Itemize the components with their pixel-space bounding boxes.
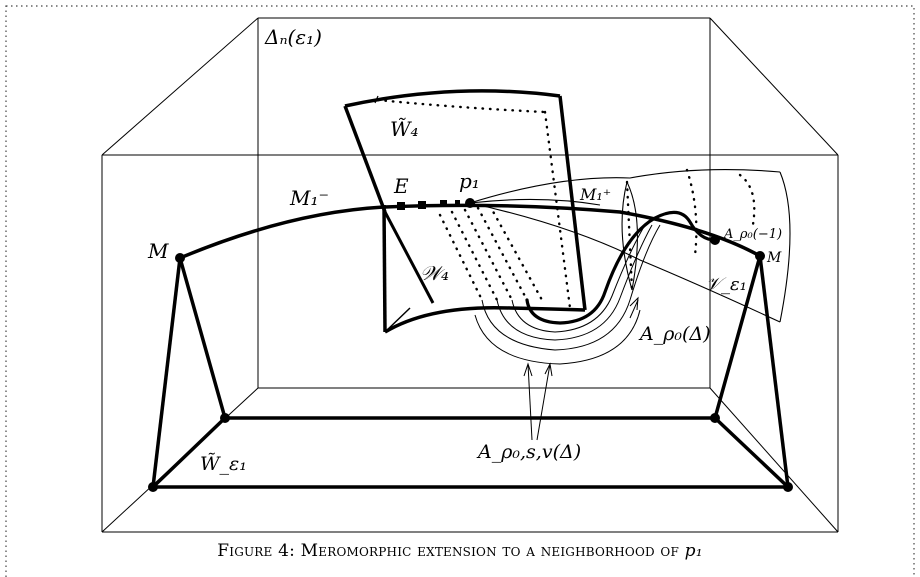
label-m-right: M xyxy=(766,250,782,266)
curve-a-rho0[interactable] xyxy=(525,210,717,325)
base-frame xyxy=(151,255,790,489)
caption-text: Meromorphic extension to a neighborhood … xyxy=(300,541,679,561)
label-a-rho0-neg1: A_ρ₀(−1) xyxy=(723,227,782,242)
label-m1-plus: M₁⁺ xyxy=(579,185,611,204)
label-a-rho0-delta: A_ρ₀(Δ) xyxy=(638,323,711,345)
m1-squares xyxy=(397,200,460,210)
caption-prefix: Figure 4: xyxy=(217,541,296,561)
label-v-eps1: 𝒱_ε₁ xyxy=(706,274,747,295)
perspective-box xyxy=(101,17,839,533)
label-p1: p₁ xyxy=(459,169,480,193)
w4-surface xyxy=(343,89,587,334)
label-w-eps1-tilde: W̃_ε₁ xyxy=(200,453,247,475)
arcs-a-rho0-s-v xyxy=(474,224,661,365)
dotted-border xyxy=(5,5,915,577)
label-w4: 𝒲₄ xyxy=(420,261,449,285)
caption-var: p₁ xyxy=(684,541,703,561)
curve-m1 xyxy=(178,203,762,260)
label-delta-n: Δₙ(ε₁) xyxy=(264,25,322,49)
label-w4-tilde: W̃₄ xyxy=(390,117,419,141)
hidden-edges xyxy=(376,98,756,310)
label-e: E xyxy=(393,174,409,198)
label-a-rho0-s-v-delta: A_ρ₀,s,v(Δ) xyxy=(476,441,581,463)
tube-v-eps1 xyxy=(469,169,791,323)
points xyxy=(148,198,793,492)
figure-caption: Figure 4: Meromorphic extension to a nei… xyxy=(0,541,920,571)
label-m1-minus: M₁⁻ xyxy=(289,186,329,210)
arrows xyxy=(523,296,639,441)
label-m-left: M xyxy=(147,239,169,263)
